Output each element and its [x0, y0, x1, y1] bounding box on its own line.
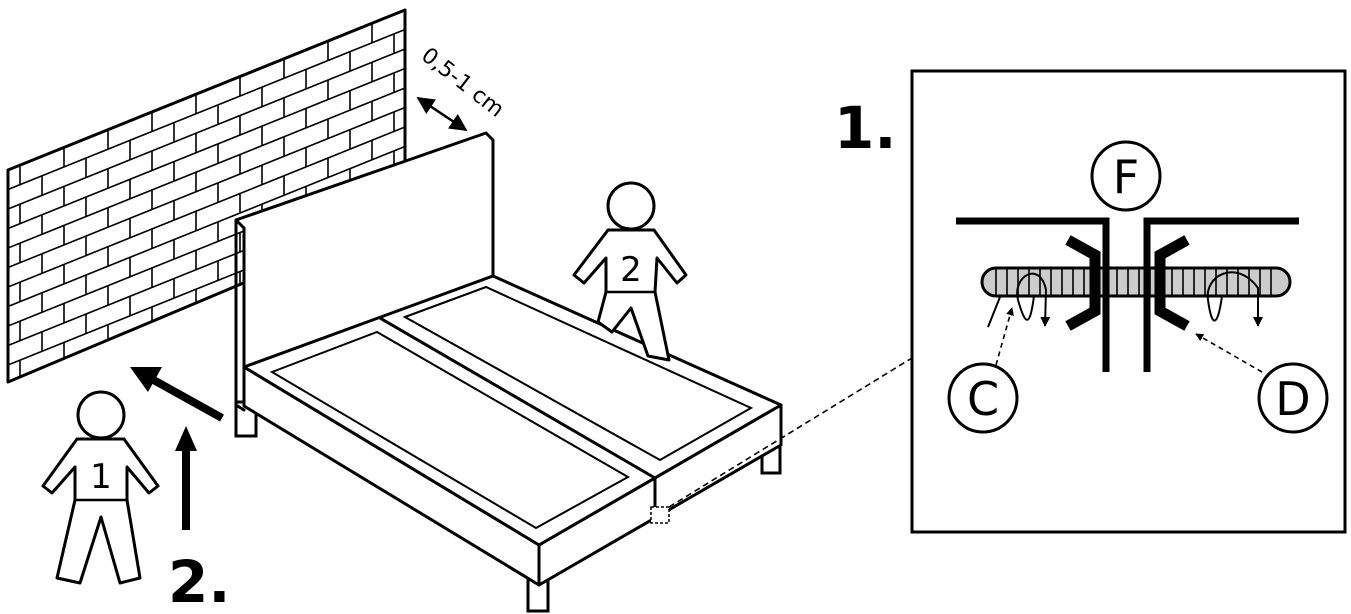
push-arrows [130, 367, 224, 530]
bed-split-line [378, 316, 657, 480]
gap-label: 0,5-1 cm [416, 43, 508, 123]
step-2-label: 2. [168, 548, 230, 614]
rotate-arrow-right [1206, 271, 1263, 327]
connector-marker [650, 506, 670, 524]
person-1-number: 1 [90, 457, 112, 497]
bracket-right [1154, 235, 1190, 331]
label-c: C [967, 372, 999, 426]
label-d: D [1275, 372, 1310, 426]
base-panel-right [402, 285, 754, 462]
detail-frame [910, 69, 1347, 534]
bracket-left [1065, 235, 1101, 331]
frame-plate-left [956, 217, 1110, 372]
frame-plate-right [1143, 217, 1299, 372]
label-f: F [1113, 150, 1139, 204]
bed [234, 131, 913, 613]
step-1-label: 1. [834, 94, 896, 162]
detail-inset: F C D [910, 69, 1347, 534]
person-2: 2 [572, 181, 688, 362]
rotate-arrow-left [1016, 272, 1051, 327]
gap-dimension: 0,5-1 cm [416, 43, 508, 132]
push-arrow-diagonal [148, 374, 224, 422]
base-panel-left [269, 330, 631, 530]
headboard [234, 131, 495, 412]
connecting-bolt [980, 266, 1292, 298]
person-2-number: 2 [620, 250, 642, 290]
detail-leader-line [668, 357, 913, 508]
person-1: 1 [41, 390, 160, 585]
